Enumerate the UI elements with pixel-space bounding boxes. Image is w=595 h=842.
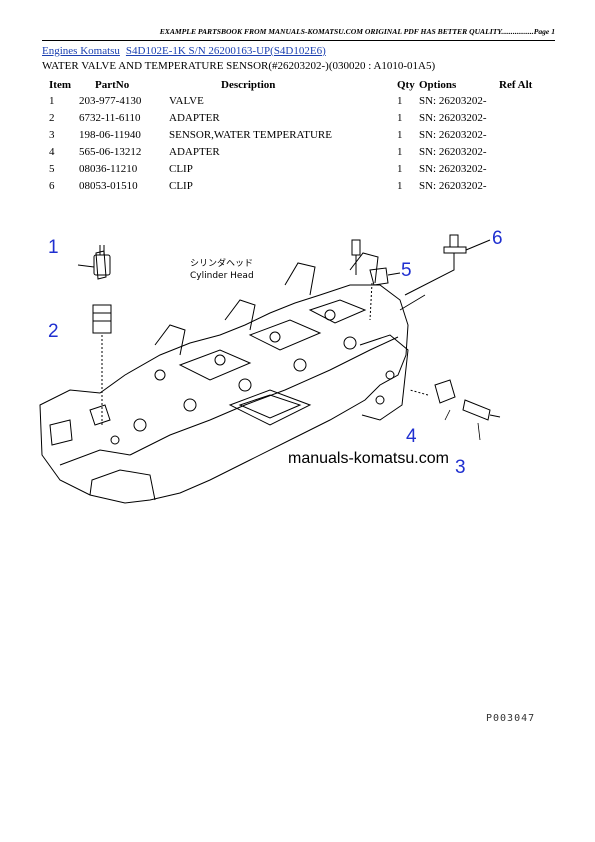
cell-refalt — [499, 177, 539, 194]
table-row: 4 565-06-13212 ADAPTER 1 SN: 26203202- — [42, 143, 539, 160]
cell-options: SN: 26203202- — [419, 145, 487, 158]
cell-qty: 1 — [397, 111, 403, 124]
cell-item: 3 — [49, 128, 55, 141]
cell-refalt — [499, 143, 539, 160]
watermark-text: manuals-komatsu.com — [288, 450, 449, 467]
table-row: 5 08036-11210 CLIP 1 SN: 26203202- — [42, 160, 539, 177]
table-row: 2 6732-11-6110 ADAPTER 1 SN: 26203202- — [42, 109, 539, 126]
cell-qty: 1 — [397, 162, 403, 175]
cylinder-head-outline — [39, 252, 409, 504]
parts-table: Item PartNo Description Qty Options Ref … — [42, 77, 539, 194]
callout-3: 3 — [455, 457, 466, 478]
breadcrumb-link-engines[interactable]: Engines Komatsu — [42, 45, 120, 57]
cell-qty: 1 — [397, 145, 403, 158]
cell-item: 6 — [49, 179, 55, 192]
adapter-part-right — [409, 379, 456, 404]
table-header-row: Item PartNo Description Qty Options Ref … — [42, 77, 539, 92]
table-row: 6 08053-01510 CLIP 1 SN: 26203202- — [42, 177, 539, 194]
cylinder-head-label-jp: シリンダヘッド — [190, 259, 254, 269]
cell-description: SENSOR,WATER TEMPERATURE — [169, 128, 332, 141]
cell-options: SN: 26203202- — [419, 94, 487, 107]
cell-description: VALVE — [169, 94, 204, 107]
cell-description: ADAPTER — [169, 111, 220, 124]
cell-partno: 08053-01510 — [79, 179, 138, 192]
callout-2: 2 — [48, 321, 59, 342]
callout-5: 5 — [401, 260, 412, 281]
col-header-description: Description — [221, 78, 276, 91]
col-header-options: Options — [419, 78, 457, 91]
cell-qty: 1 — [397, 94, 403, 107]
figure-code: P003047 — [486, 713, 536, 724]
callout-1: 1 — [48, 237, 59, 258]
adapter-part-left — [92, 304, 112, 425]
cell-refalt — [499, 160, 539, 177]
breadcrumb-link-model[interactable]: S4D102E-1K S/N 26200163-UP(S4D102E6) — [125, 45, 326, 57]
cell-item: 4 — [49, 145, 55, 158]
cell-qty: 1 — [397, 179, 403, 192]
breadcrumb: Engines Komatsu S4D102E-1K S/N 26200163-U… — [42, 45, 326, 57]
cell-item: 1 — [49, 94, 55, 107]
cell-partno: 203-977-4130 — [79, 94, 142, 107]
col-header-refalt: Ref Alt — [499, 78, 533, 91]
cell-partno: 08036-11210 — [79, 162, 138, 175]
callout-6: 6 — [492, 228, 503, 249]
cell-refalt — [499, 92, 539, 109]
cell-qty: 1 — [397, 128, 403, 141]
valve-part — [77, 245, 111, 280]
cell-item: 2 — [49, 111, 55, 124]
cell-partno: 6732-11-6110 — [79, 111, 141, 124]
cylinder-head-diagram — [39, 234, 501, 504]
cell-description: CLIP — [169, 179, 193, 192]
cell-refalt — [499, 109, 539, 126]
cylinder-head-label-en: Cylinder Head — [190, 271, 254, 281]
cell-partno: 198-06-11940 — [79, 128, 141, 141]
table-row: 1 203-977-4130 VALVE 1 SN: 26203202- — [42, 92, 539, 109]
cell-options: SN: 26203202- — [419, 162, 487, 175]
clip-part-six — [404, 234, 491, 296]
page-banner: EXAMPLE PARTSBOOK FROM MANUALS-KOMATSU.C… — [42, 27, 555, 41]
col-header-item: Item — [49, 78, 71, 91]
banner-text: EXAMPLE PARTSBOOK FROM MANUALS-KOMATSU.C… — [159, 27, 555, 36]
cell-options: SN: 26203202- — [419, 179, 487, 192]
cell-item: 5 — [49, 162, 55, 175]
cell-description: CLIP — [169, 162, 193, 175]
cell-options: SN: 26203202- — [419, 111, 487, 124]
cell-partno: 565-06-13212 — [79, 145, 142, 158]
cell-description: ADAPTER — [169, 145, 220, 158]
cell-refalt — [499, 126, 539, 143]
col-header-partno: PartNo — [95, 78, 130, 91]
cylinder-head-label: シリンダヘッド Cylinder Head — [190, 258, 254, 282]
callout-4: 4 — [406, 426, 417, 447]
cell-options: SN: 26203202- — [419, 128, 487, 141]
col-header-qty: Qty — [397, 78, 415, 91]
temperature-sensor-part — [462, 399, 501, 421]
section-title: WATER VALVE AND TEMPERATURE SENSOR(#2620… — [42, 60, 436, 72]
table-row: 3 198-06-11940 SENSOR,WATER TEMPERATURE … — [42, 126, 539, 143]
clip-part-five — [351, 239, 401, 321]
